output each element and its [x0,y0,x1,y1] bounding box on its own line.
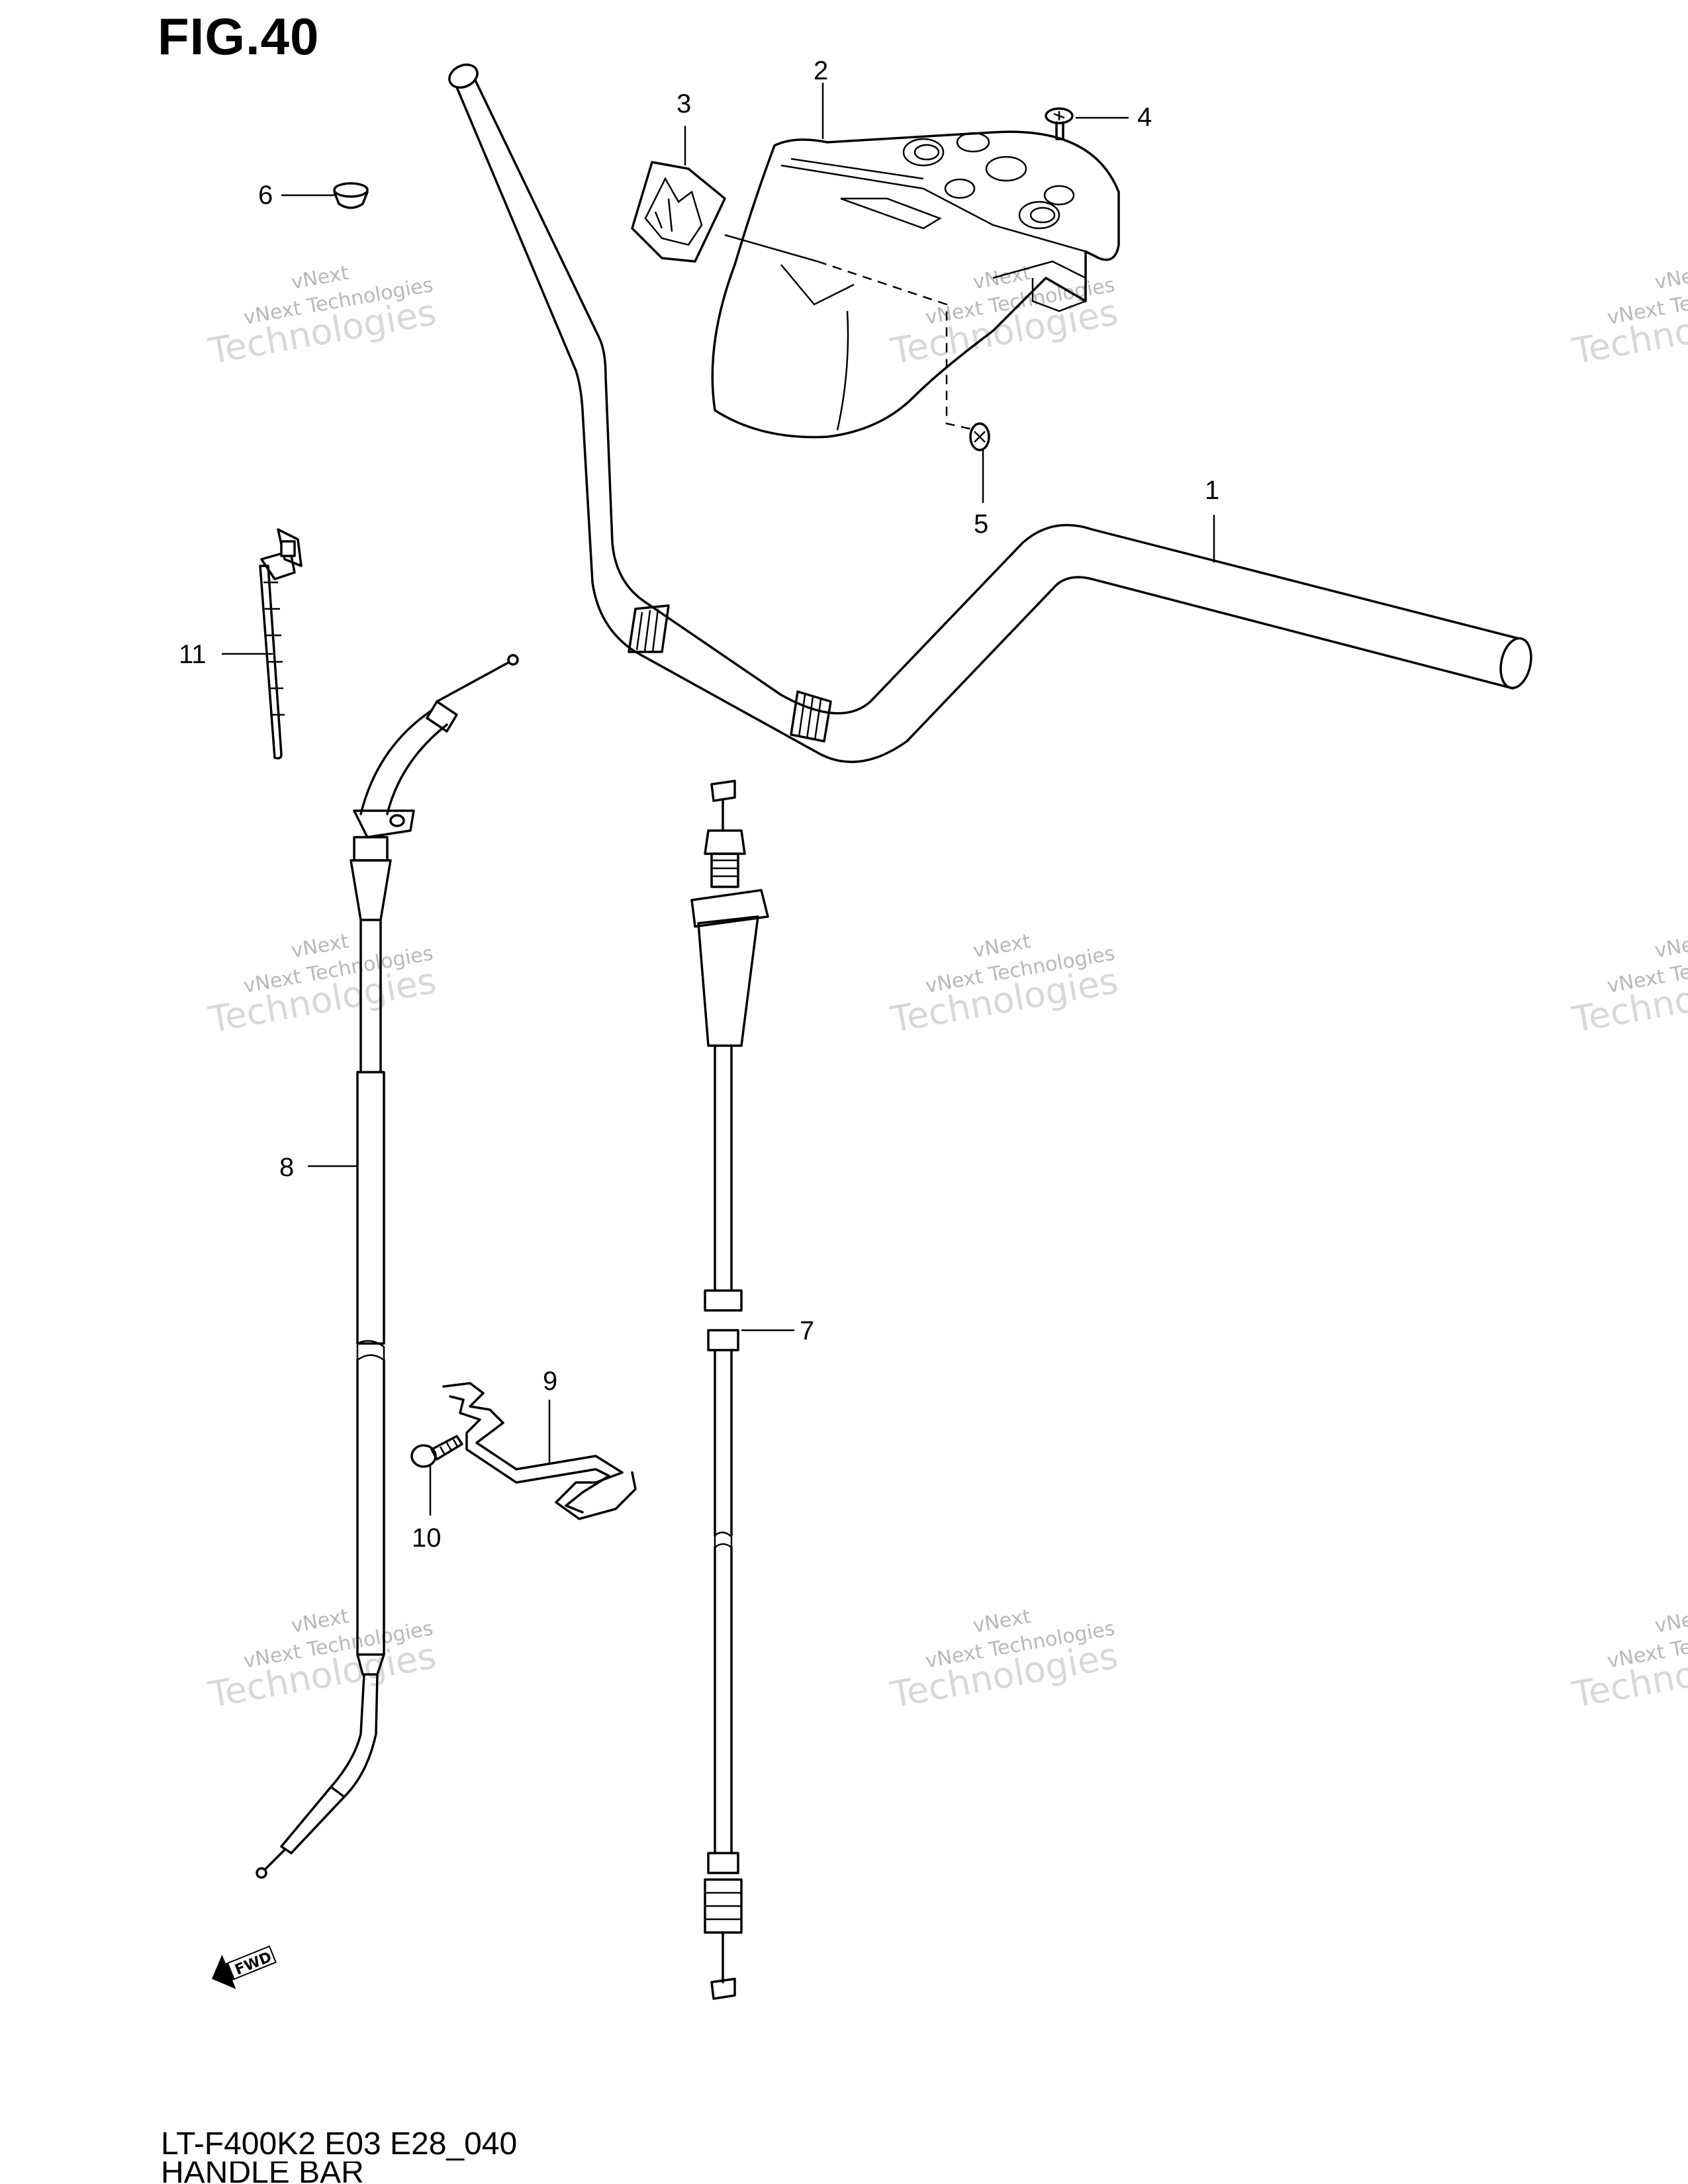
bracket-part [442,1382,637,1520]
callout-8: 8 [279,1153,294,1182]
callout-2: 2 [814,56,828,85]
callout-10: 10 [412,1524,442,1553]
handlebar-cover-part [711,130,1120,439]
handlebar-outline [452,75,1521,763]
callout-4: 4 [1137,103,1152,132]
watermark-bottom-left: Technologies vNext Technologies vNext [205,1605,440,1716]
callout-6: 6 [258,181,273,210]
callout-9: 9 [543,1367,557,1396]
watermark-mid-right: Technologies vNext Technologies vNext [1569,930,1688,1041]
handlebar-end-right [1499,637,1532,690]
callout-11: 11 [179,640,207,669]
clamp-knurl-right [790,690,832,743]
handlebar-part [448,64,1532,763]
callout-7: 7 [800,1316,814,1345]
callout-labels: 1 2 3 4 5 6 7 8 9 10 11 [179,56,1219,1553]
clamp-knurl-left [628,604,670,653]
cover-holes [902,132,1075,230]
screw-part [1045,107,1074,140]
clip-nut-part [817,260,990,451]
cable-tie-part [259,528,303,760]
forward-arrow-icon: FWD [212,1945,277,1989]
watermark-line1: vNext [1653,930,1688,963]
callout-1: 1 [1205,476,1219,505]
watermark-top-right: Technologies vNext Technologies vNext [1569,261,1688,373]
watermark-line1: vNext [1653,261,1688,295]
callout-5: 5 [974,510,988,539]
watermark-bottom-center: Technologies vNext Technologies vNext [887,1605,1121,1716]
watermark-mid-center: Technologies vNext Technologies vNext [887,930,1121,1041]
model-code: LT-F400K2 E03 E28_040 [161,2126,518,2161]
section-name: HANDLE BAR [161,2161,364,2184]
figure-title: FIG.40 [158,7,320,66]
callout-leaders [222,83,1215,1516]
handlebar-end-left [448,64,479,89]
watermark-top-left: Technologies vNext Technologies vNext [205,261,440,373]
callout-3: 3 [677,89,691,118]
cover-outline [711,130,1120,439]
watermark-bottom-right: Technologies vNext Technologies vNext [1569,1605,1688,1716]
cable-right-part [690,780,769,2000]
cap-part [333,182,369,209]
watermark-group: Technologies vNext Technologies vNext Te… [205,261,1688,1716]
emblem-part [631,161,726,263]
watermark-line1: vNext [1653,1605,1688,1638]
cable-left-part [256,654,519,1879]
cover-leader-line [724,234,818,263]
watermark-mid-left: Technologies vNext Technologies vNext [205,930,440,1041]
bolt-part [410,1435,463,1468]
